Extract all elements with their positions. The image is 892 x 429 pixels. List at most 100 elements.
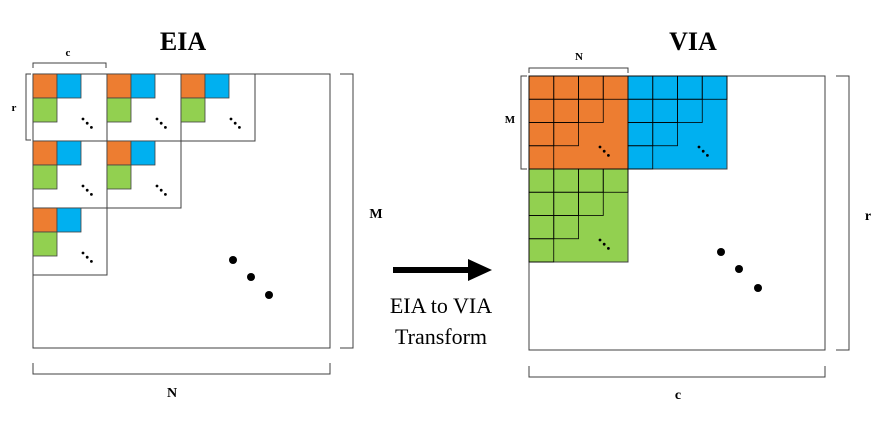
via-brace-M bbox=[520, 75, 527, 170]
pixel-green bbox=[32, 97, 58, 123]
pixel-orange bbox=[180, 73, 206, 99]
pixel-orange bbox=[106, 73, 132, 99]
elemental-image bbox=[32, 140, 108, 209]
view-image-blue bbox=[627, 75, 728, 170]
pixel-ellipsis-dot bbox=[90, 126, 93, 129]
view-ellipsis-dot bbox=[701, 149, 705, 153]
pixel-orange bbox=[32, 207, 58, 233]
view-ellipsis-dot bbox=[607, 247, 610, 250]
view-image-orange bbox=[528, 75, 629, 170]
pixel-blue bbox=[56, 207, 82, 233]
via-brace-c bbox=[528, 366, 826, 378]
arrow-head bbox=[468, 259, 492, 281]
pixel-blue bbox=[130, 140, 156, 166]
pixel-ellipsis-dot bbox=[159, 188, 163, 192]
pixel-ellipsis-dot bbox=[85, 255, 89, 259]
pixel-green bbox=[32, 231, 58, 257]
eia-label-M: M bbox=[369, 207, 382, 222]
pixel-ellipsis-dot bbox=[81, 117, 85, 121]
pixel-blue bbox=[56, 140, 82, 166]
view-pixel-cell bbox=[701, 75, 728, 100]
elemental-image bbox=[106, 140, 182, 209]
pixel-ellipsis-dot bbox=[155, 184, 159, 188]
view-pixel-cell bbox=[553, 122, 579, 147]
eia-dot bbox=[265, 291, 273, 299]
view-pixel-cell bbox=[553, 215, 579, 240]
pixel-orange bbox=[32, 140, 58, 166]
via-brace-r bbox=[836, 75, 850, 351]
eia-title: EIA bbox=[160, 27, 206, 56]
pixel-ellipsis-dot bbox=[164, 126, 167, 129]
pixel-ellipsis-dot bbox=[81, 184, 85, 188]
transform-arrow: EIA to VIA Transform bbox=[390, 259, 492, 349]
view-pixel-cell bbox=[627, 145, 654, 170]
pixel-ellipsis-dot bbox=[238, 126, 241, 129]
pixel-ellipsis-dot bbox=[90, 193, 93, 196]
eia-brace-N bbox=[32, 363, 331, 375]
pixel-ellipsis-dot bbox=[233, 121, 237, 125]
arrow-label-line1: EIA to VIA bbox=[390, 293, 492, 318]
pixel-green bbox=[180, 97, 206, 123]
via-label-M: M bbox=[505, 114, 516, 126]
via-label-c: c bbox=[675, 388, 681, 403]
pixel-ellipsis-dot bbox=[155, 117, 159, 121]
eia-brace-c bbox=[32, 62, 107, 68]
pixel-ellipsis-dot bbox=[85, 121, 89, 125]
via-ellipsis-dots bbox=[717, 248, 762, 292]
via-title: VIA bbox=[669, 27, 717, 56]
elemental-image bbox=[32, 73, 108, 142]
via-dot bbox=[717, 248, 725, 256]
view-ellipsis-dot bbox=[697, 145, 701, 149]
eia-label-N: N bbox=[167, 386, 177, 401]
pixel-orange bbox=[106, 140, 132, 166]
eia-dot bbox=[247, 273, 255, 281]
pixel-ellipsis-dot bbox=[229, 117, 233, 121]
eia-dot bbox=[229, 256, 237, 264]
via-brace-N bbox=[528, 67, 629, 73]
pixel-ellipsis-dot bbox=[164, 193, 167, 196]
elemental-image bbox=[180, 73, 256, 142]
via-view-images bbox=[528, 75, 728, 263]
view-pixel-cell bbox=[677, 98, 703, 123]
view-pixel-cell bbox=[652, 122, 678, 147]
view-ellipsis-dot bbox=[598, 145, 602, 149]
view-ellipsis-dot bbox=[706, 154, 709, 157]
via-panel: VIA N M r c bbox=[505, 27, 871, 403]
view-pixel-cell bbox=[528, 238, 555, 263]
elemental-image bbox=[32, 207, 108, 276]
pixel-green bbox=[32, 164, 58, 190]
via-dot bbox=[754, 284, 762, 292]
view-pixel-cell bbox=[602, 168, 629, 193]
eia-ellipsis-dots bbox=[229, 256, 273, 299]
pixel-ellipsis-dot bbox=[85, 188, 89, 192]
view-ellipsis-dot bbox=[602, 242, 606, 246]
elemental-image bbox=[106, 73, 182, 142]
view-pixel-cell bbox=[578, 98, 604, 123]
pixel-ellipsis-dot bbox=[90, 260, 93, 263]
eia-panel: EIA c r M N bbox=[12, 27, 383, 401]
view-ellipsis-dot bbox=[602, 149, 606, 153]
pixel-green bbox=[106, 164, 132, 190]
via-dot bbox=[735, 265, 743, 273]
view-pixel-cell bbox=[578, 191, 604, 216]
via-label-N: N bbox=[575, 51, 583, 63]
eia-label-r: r bbox=[12, 102, 17, 114]
eia-brace-M bbox=[340, 73, 354, 349]
eia-elemental-images bbox=[32, 73, 256, 276]
via-label-r: r bbox=[865, 209, 871, 224]
view-ellipsis-dot bbox=[598, 238, 602, 242]
view-ellipsis-dot bbox=[607, 154, 610, 157]
pixel-green bbox=[106, 97, 132, 123]
pixel-blue bbox=[204, 73, 230, 99]
view-image-green bbox=[528, 168, 629, 263]
pixel-blue bbox=[56, 73, 82, 99]
pixel-ellipsis-dot bbox=[159, 121, 163, 125]
eia-label-c: c bbox=[66, 47, 71, 59]
eia-brace-r bbox=[25, 73, 31, 141]
pixel-blue bbox=[130, 73, 156, 99]
pixel-orange bbox=[32, 73, 58, 99]
arrow-label-line2: Transform bbox=[395, 324, 487, 349]
pixel-ellipsis-dot bbox=[81, 251, 85, 255]
